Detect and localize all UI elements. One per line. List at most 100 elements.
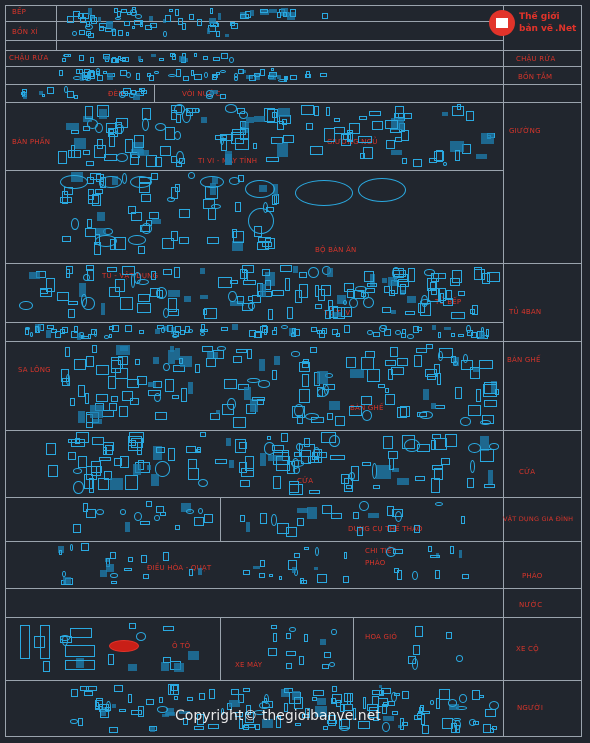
cad-symbol — [294, 404, 304, 417]
cad-symbol — [343, 693, 353, 702]
cad-symbol — [76, 333, 82, 340]
cad-symbol — [385, 120, 399, 130]
cad-symbol — [277, 12, 282, 18]
cad-symbol — [332, 312, 343, 318]
cad-symbol — [438, 287, 446, 301]
cad-symbol — [170, 187, 179, 200]
cad-symbol — [199, 268, 205, 274]
cad-symbol — [447, 699, 458, 707]
cad-symbol — [109, 286, 120, 298]
cad-symbol — [169, 9, 173, 13]
cad-symbol — [66, 123, 79, 131]
cad-symbol — [363, 270, 375, 283]
cad-symbol — [445, 433, 457, 448]
cad-symbol — [470, 459, 476, 473]
cad-symbol — [328, 299, 334, 311]
cad-symbol — [134, 271, 142, 285]
cad-symbol — [277, 121, 285, 130]
cad-symbol — [60, 328, 65, 334]
cad-symbol — [268, 8, 278, 13]
cad-symbol — [306, 70, 310, 78]
cad-symbol — [78, 283, 87, 297]
cad-symbol — [179, 158, 186, 165]
label-chau-rua-right: CHẬU RỬA — [516, 55, 556, 63]
cad-symbol — [361, 410, 372, 421]
cad-symbol — [199, 693, 206, 701]
cad-symbol — [180, 387, 187, 402]
cad-symbol — [110, 395, 118, 403]
cad-symbol — [171, 230, 179, 241]
cad-symbol — [418, 410, 433, 420]
cad-symbol — [430, 554, 441, 558]
cad-symbol — [215, 30, 220, 37]
cad-symbol — [151, 54, 156, 58]
cad-symbol — [39, 91, 43, 96]
cad-symbol — [281, 688, 290, 697]
cad-symbol — [276, 455, 290, 472]
cad-symbol — [212, 74, 218, 79]
cad-symbol — [114, 124, 124, 135]
cad-symbol — [156, 286, 167, 299]
cad-symbol — [89, 15, 95, 23]
cad-symbol — [323, 384, 329, 396]
cad-symbol — [150, 172, 159, 180]
cad-symbol — [150, 473, 160, 487]
cad-symbol — [238, 719, 244, 729]
cad-symbol — [460, 417, 471, 426]
dining-table-icon — [100, 176, 122, 188]
cad-symbol — [271, 514, 277, 526]
cad-symbol — [309, 347, 318, 353]
cad-symbol — [89, 172, 102, 180]
cad-symbol — [114, 7, 119, 14]
cad-symbol — [262, 268, 270, 277]
cad-symbol — [238, 694, 245, 703]
cad-symbol — [65, 346, 71, 357]
cad-symbol — [46, 87, 54, 94]
cad-symbol — [125, 32, 129, 36]
cad-symbol — [188, 13, 194, 20]
cad-symbol — [86, 509, 96, 519]
cad-symbol — [97, 75, 103, 82]
cad-symbol — [293, 452, 301, 458]
cad-symbol — [132, 463, 142, 475]
cad-symbol — [290, 8, 296, 18]
cad-symbol — [137, 245, 145, 254]
cad-symbol — [155, 328, 160, 335]
cad-symbol — [98, 108, 108, 119]
cad-symbol — [413, 644, 420, 656]
cad-symbol — [344, 282, 355, 293]
cad-symbol — [294, 553, 301, 558]
cad-symbol — [246, 704, 252, 716]
cad-symbol — [250, 398, 258, 413]
cad-symbol — [277, 523, 289, 534]
cad-symbol — [88, 7, 93, 16]
cad-symbol — [291, 327, 297, 333]
cad-symbol — [397, 724, 402, 728]
cad-symbol — [412, 571, 418, 581]
cad-symbol — [468, 719, 477, 726]
cad-symbol — [117, 355, 129, 365]
cad-symbol — [292, 690, 300, 701]
cad-symbol — [391, 710, 398, 715]
label-bo-ban-an: BỘ BÀN ĂN — [315, 246, 357, 254]
cad-symbol — [325, 106, 331, 117]
cad-symbol — [328, 401, 340, 410]
car-icon — [65, 660, 95, 670]
cad-symbol — [188, 651, 200, 660]
cad-symbol — [291, 457, 299, 469]
cad-symbol — [344, 325, 351, 334]
cad-symbol — [164, 711, 175, 717]
cad-symbol — [179, 356, 192, 368]
label-chi-tiet-phao: CHI TIẾT PHÀO — [365, 547, 397, 567]
cad-symbol — [181, 502, 191, 512]
cad-symbol — [333, 126, 346, 134]
cad-symbol — [470, 308, 476, 315]
cad-symbol — [346, 484, 353, 490]
cad-symbol — [278, 108, 290, 117]
cad-symbol — [190, 69, 194, 77]
dining-table-icon — [128, 235, 146, 245]
cad-symbol — [45, 443, 57, 456]
cad-symbol — [482, 272, 490, 284]
cad-symbol — [310, 146, 324, 156]
cad-symbol — [348, 406, 363, 417]
